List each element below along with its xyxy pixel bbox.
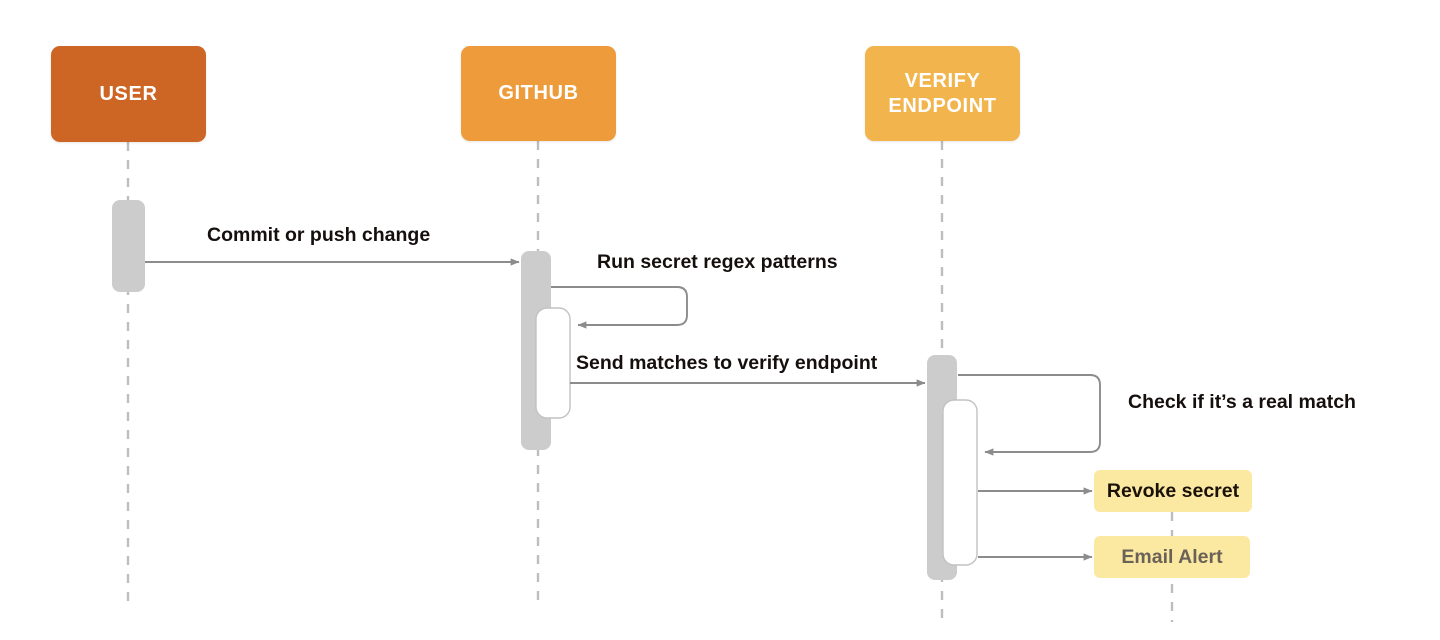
message-label-commit-or-push: Commit or push change xyxy=(207,224,431,246)
arrow-run-secret-regex xyxy=(551,286,688,329)
arrow-check-real-match xyxy=(958,374,1101,456)
actor-box-user[interactable]: USER xyxy=(51,46,206,142)
message-arrows-group xyxy=(145,258,1101,561)
message-label-send-matches: Send matches to verify endpoint xyxy=(576,352,878,374)
actor-label-github: GITHUB xyxy=(498,82,579,105)
note-label-email-alert: Email Alert xyxy=(1121,545,1223,568)
note-email-alert[interactable]: Email Alert xyxy=(1094,536,1250,578)
activation-verify-nested xyxy=(942,399,978,566)
activation-user xyxy=(112,200,145,292)
message-label-check-real-match: Check if it’s a real match xyxy=(1128,391,1356,413)
nested-activation-bars-group xyxy=(535,307,978,566)
actor-box-github[interactable]: GITHUB xyxy=(461,46,616,141)
actor-box-verify-endpoint[interactable]: VERIFY ENDPOINT xyxy=(865,46,1020,141)
actor-label-verify-endpoint: VERIFY ENDPOINT xyxy=(888,69,997,117)
actor-label-user: USER xyxy=(99,82,158,105)
note-revoke-secret[interactable]: Revoke secret xyxy=(1094,470,1252,512)
note-label-revoke-secret: Revoke secret xyxy=(1106,479,1240,502)
message-label-run-secret-regex: Run secret regex patterns xyxy=(597,251,838,273)
lifelines-group xyxy=(126,141,1174,622)
activation-github-nested xyxy=(535,307,571,419)
